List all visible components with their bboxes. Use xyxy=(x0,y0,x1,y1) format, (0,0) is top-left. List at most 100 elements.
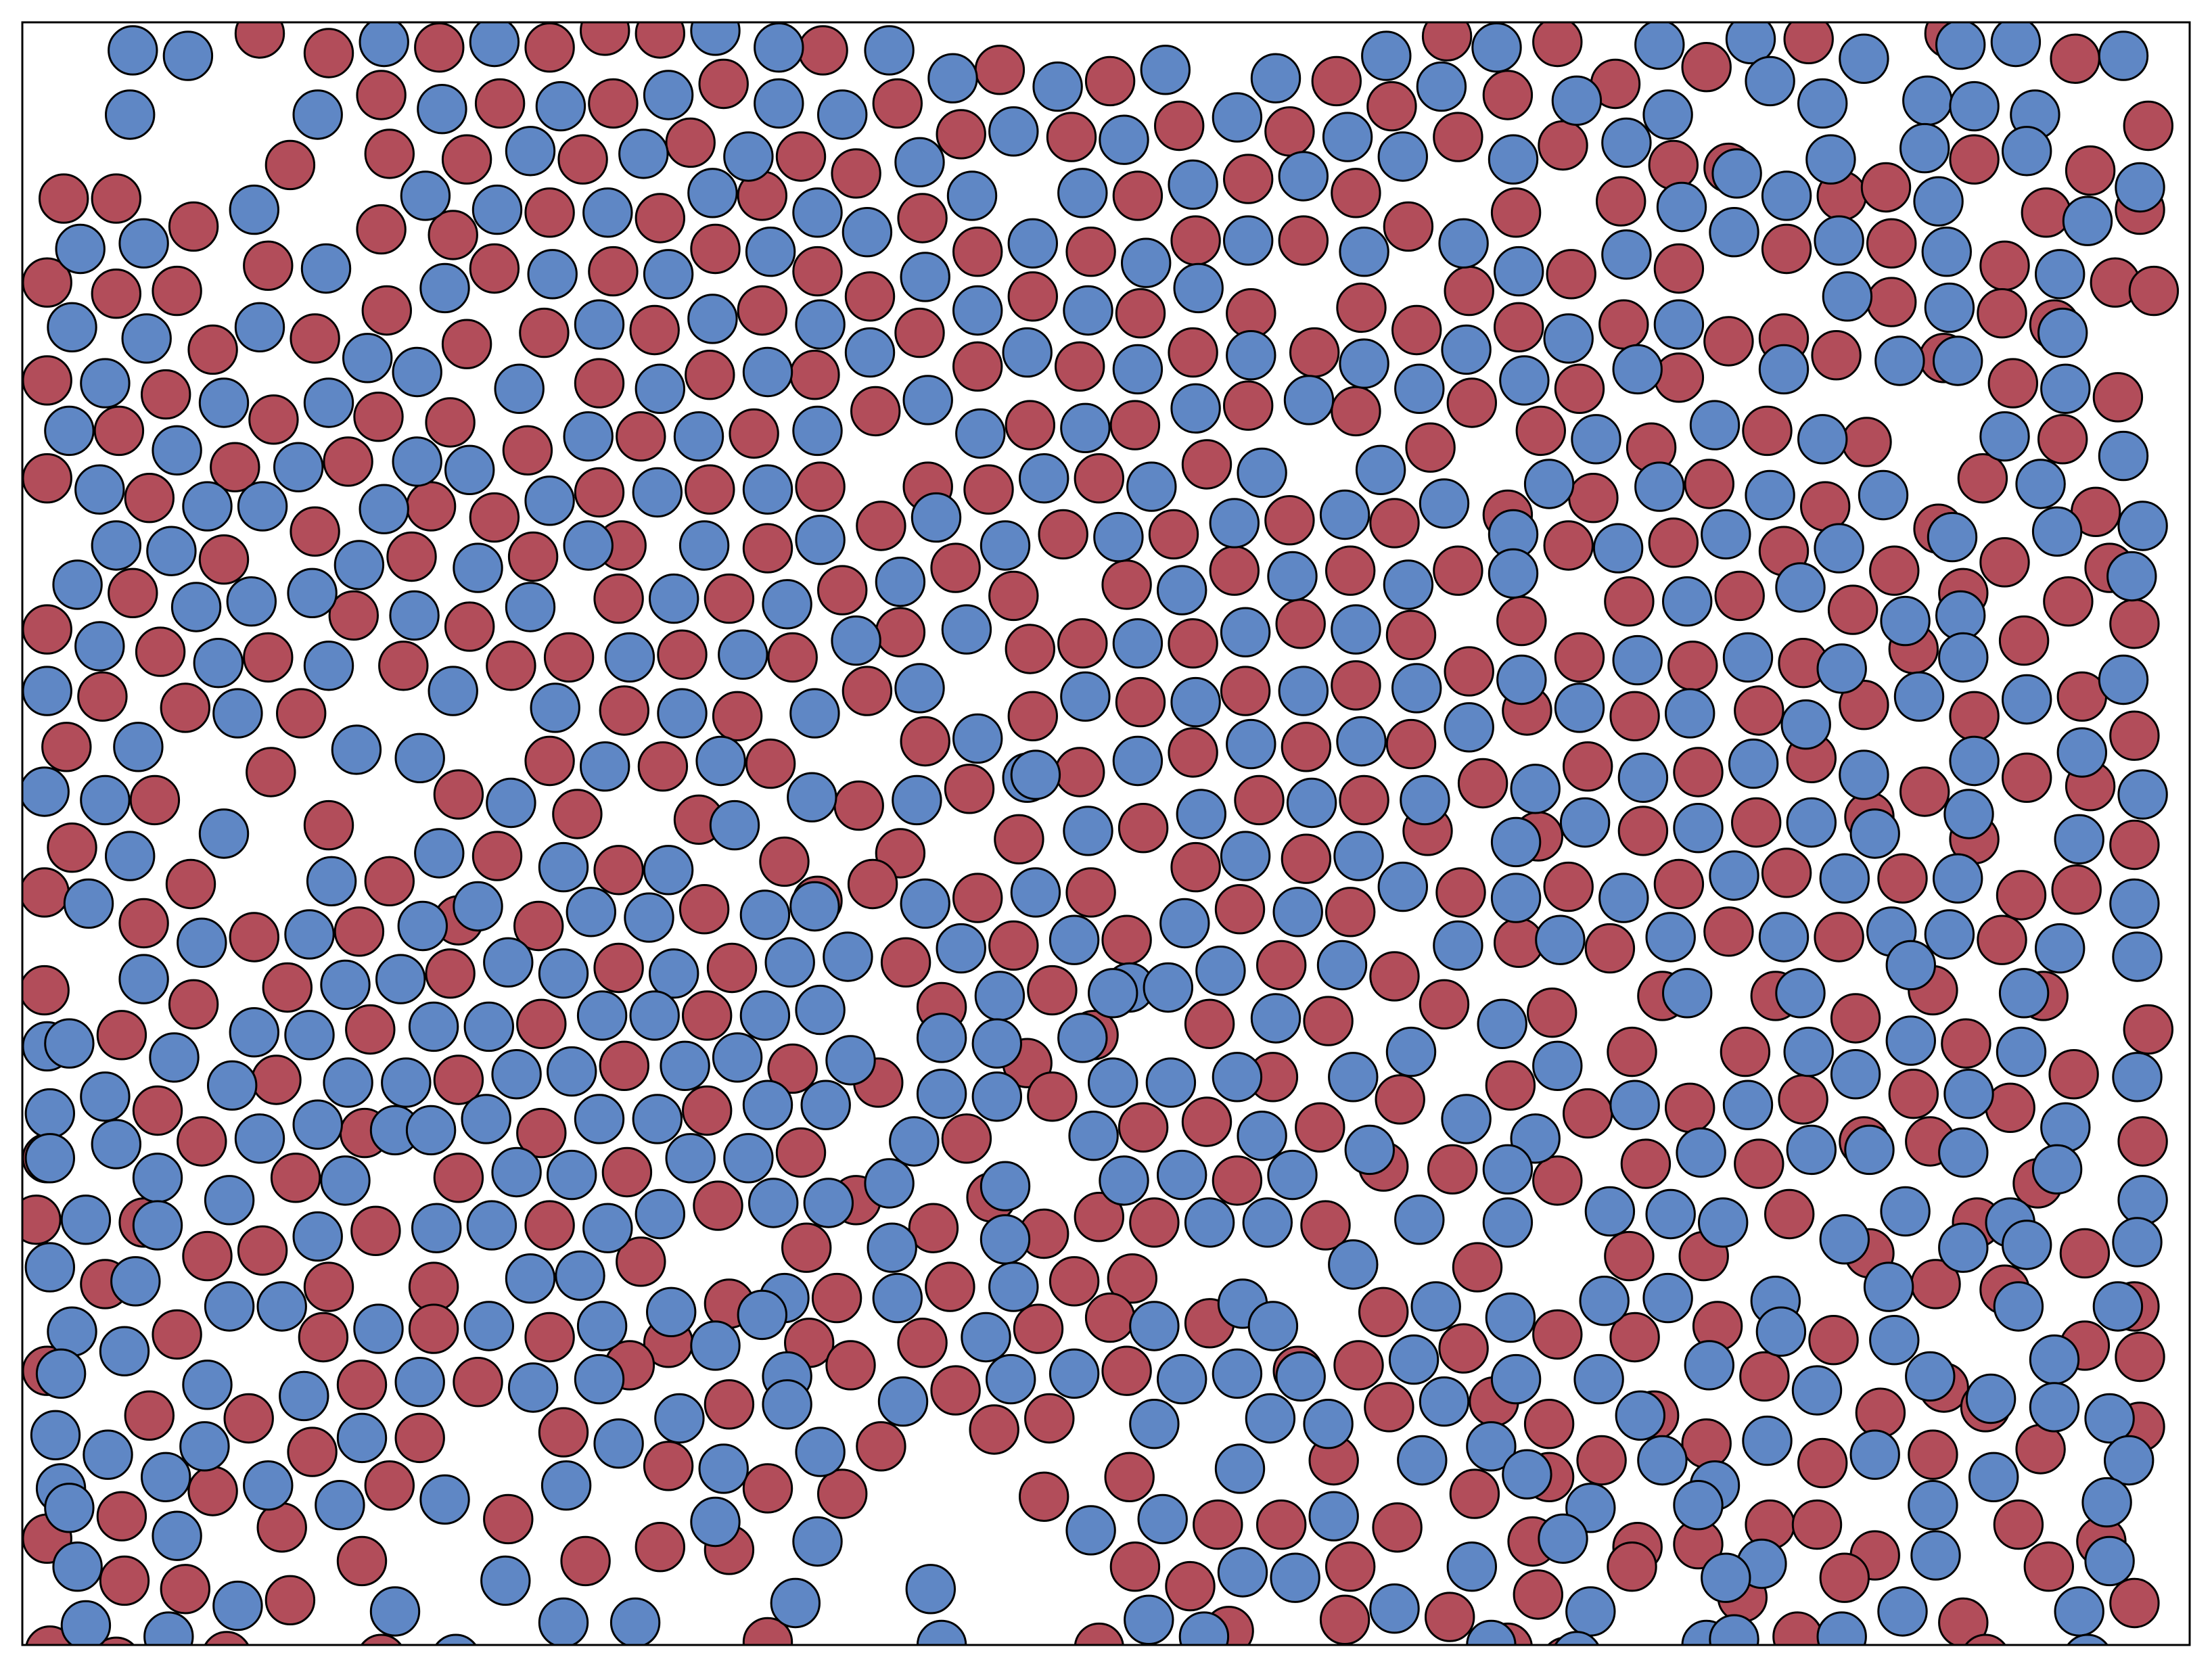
blue-particle xyxy=(1063,285,1113,336)
red-particle xyxy=(543,632,595,683)
blue-particle xyxy=(1002,327,1053,378)
blue-particle xyxy=(1344,1124,1396,1176)
red-particle xyxy=(1513,1569,1564,1620)
blue-particle xyxy=(1441,1094,1492,1144)
blue-particle xyxy=(1267,1149,1318,1201)
red-particle xyxy=(386,531,437,582)
red-particle xyxy=(1778,1074,1828,1125)
red-particle xyxy=(502,425,553,476)
red-particle xyxy=(182,1230,233,1282)
red-particle xyxy=(1331,168,1381,218)
red-particle xyxy=(1148,509,1199,560)
blue-particle xyxy=(1816,643,1867,694)
red-particle xyxy=(333,906,385,957)
blue-particle xyxy=(673,411,724,462)
blue-particle xyxy=(1538,1513,1588,1564)
red-particle xyxy=(1546,249,1596,300)
blue-particle xyxy=(80,774,131,826)
red-particle xyxy=(336,1535,388,1587)
blue-particle xyxy=(1858,469,1909,521)
blue-particle xyxy=(60,1194,112,1245)
blue-particle xyxy=(1007,218,1059,269)
red-particle xyxy=(2109,599,2160,649)
red-particle xyxy=(593,942,644,994)
red-particle xyxy=(93,405,145,457)
blue-particle xyxy=(1725,22,1776,64)
red-particle xyxy=(1331,386,1381,437)
blue-particle xyxy=(687,168,738,218)
blue-particle xyxy=(1645,912,1696,962)
blue-particle xyxy=(632,467,683,518)
red-particle xyxy=(1372,1502,1423,1553)
red-particle xyxy=(737,285,788,336)
blue-particle xyxy=(1339,227,1389,277)
blue-particle xyxy=(1598,873,1649,923)
red-particle xyxy=(177,1116,227,1167)
red-particle xyxy=(1764,1188,1815,1240)
blue-particle xyxy=(121,313,172,364)
red-particle xyxy=(1452,1242,1503,1293)
blue-particle xyxy=(491,1049,542,1100)
red-particle xyxy=(441,134,492,185)
red-particle xyxy=(524,187,575,238)
red-particle xyxy=(681,1085,733,1136)
blue-particle xyxy=(803,1178,854,1228)
red-particle xyxy=(1170,841,1221,893)
red-particle xyxy=(1115,676,1166,728)
red-particle xyxy=(1027,965,1078,1016)
red-particle xyxy=(1181,1096,1232,1147)
blue-particle xyxy=(1212,1052,1263,1103)
blue-particle xyxy=(24,1242,76,1293)
red-particle xyxy=(1977,288,2027,339)
blue-particle xyxy=(1336,716,1387,767)
blue-particle xyxy=(417,84,467,135)
blue-particle xyxy=(547,1046,597,1097)
blue-particle xyxy=(2031,1144,2083,1195)
red-particle xyxy=(425,397,476,448)
red-particle xyxy=(1375,1074,1425,1125)
blue-particle xyxy=(453,542,503,593)
blue-particle xyxy=(800,1080,851,1130)
blue-particle xyxy=(1869,1315,1920,1366)
blue-particle xyxy=(132,1153,183,1203)
red-particle xyxy=(96,1010,147,1061)
blue-particle xyxy=(1761,170,1812,221)
red-particle xyxy=(2123,1004,2174,1055)
blue-particle xyxy=(762,579,812,630)
red-particle xyxy=(1275,599,1326,649)
blue-particle xyxy=(1612,634,1663,686)
red-particle xyxy=(1609,1312,1660,1363)
red-particle xyxy=(560,1535,611,1587)
blue-particle xyxy=(212,688,263,739)
blue-particle xyxy=(698,1443,749,1494)
blue-particle xyxy=(1617,752,1669,804)
blue-particle xyxy=(635,363,685,414)
red-particle xyxy=(345,1004,396,1055)
blue-particle xyxy=(1446,1541,1498,1592)
red-particle xyxy=(1289,327,1340,378)
red-particle xyxy=(1457,758,1508,809)
blue-particle xyxy=(353,1303,404,1354)
blue-particle xyxy=(1502,1449,1552,1500)
blue-particle xyxy=(646,1286,697,1338)
blue-particle xyxy=(303,641,354,691)
red-particle xyxy=(1065,227,1116,277)
blue-particle xyxy=(1993,1281,2044,1332)
blue-particle xyxy=(1885,940,1937,991)
blue-particle xyxy=(315,1480,365,1531)
red-particle xyxy=(712,691,763,742)
blue-particle xyxy=(369,1586,421,1637)
blue-particle xyxy=(1032,61,1083,112)
blue-particle xyxy=(2098,30,2149,81)
red-particle xyxy=(1485,1060,1536,1111)
blue-particle xyxy=(1400,774,1450,826)
blue-particle xyxy=(193,638,244,689)
red-particle xyxy=(1019,1471,1069,1523)
blue-particle xyxy=(1245,1393,1296,1444)
red-particle xyxy=(1007,271,1059,322)
blue-particle xyxy=(2067,1633,2109,1645)
red-particle xyxy=(988,570,1039,622)
red-particle xyxy=(2059,1228,2111,1279)
blue-particle xyxy=(408,1001,459,1052)
blue-particle xyxy=(1532,1040,1583,1092)
